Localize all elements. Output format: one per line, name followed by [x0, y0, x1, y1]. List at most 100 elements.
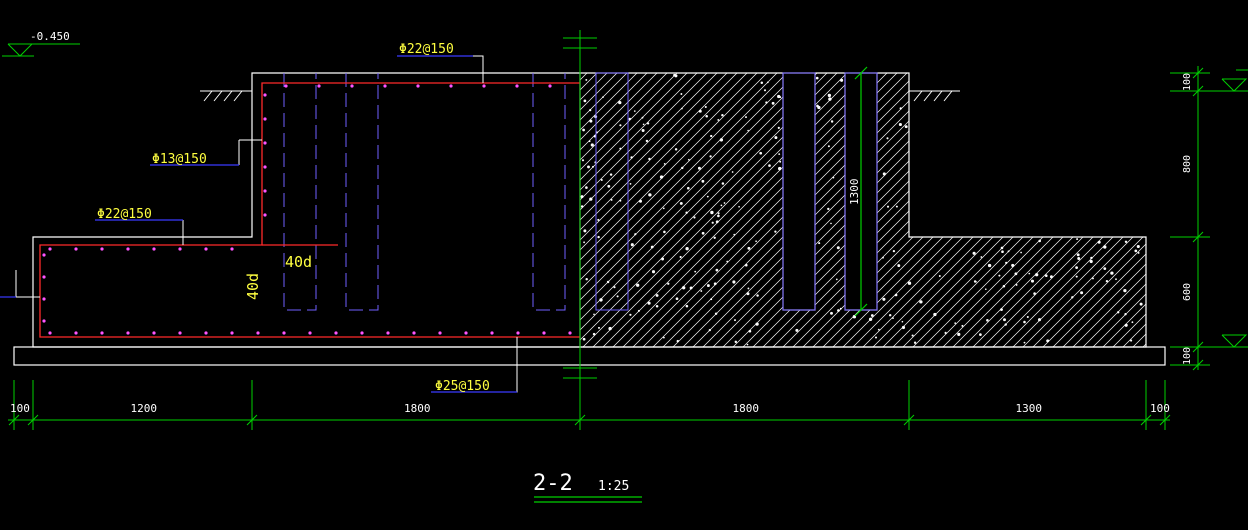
aggregate-dot [1001, 250, 1004, 254]
aggregate-dot [685, 247, 689, 251]
aggregate-dot [899, 107, 902, 110]
aggregate-dot [681, 107, 683, 110]
aggregate-dot [582, 128, 585, 132]
rebar-dot [284, 84, 288, 88]
aggregate-dot [760, 81, 764, 85]
aggregate-dot [771, 101, 775, 105]
aggregate-dot [636, 283, 640, 287]
aggregate-dots [580, 73, 1143, 346]
aggregate-dot [685, 304, 689, 308]
aggregate-dot [777, 126, 780, 129]
aggregate-dot [613, 286, 616, 289]
rebar-dot [490, 331, 494, 335]
aggregate-dot [746, 292, 750, 296]
aggregate-dot [714, 312, 718, 315]
aggregate-dot [713, 282, 717, 286]
aggregate-dot [1033, 292, 1036, 295]
aggregate-dot [685, 211, 688, 214]
aggregate-dot [645, 139, 649, 143]
aggregate-dot [832, 176, 835, 179]
rebar-dot [178, 331, 182, 335]
aggregate-dot [779, 160, 782, 163]
rebar-dot [464, 331, 468, 335]
aggregate-dot [592, 165, 594, 168]
rebar-dot [383, 84, 387, 88]
aggregate-dot [648, 193, 652, 197]
aggregate-dot [585, 78, 588, 81]
aggregate-dot [836, 246, 840, 250]
rebar-dot [515, 84, 519, 88]
anchorage-label-v: 40d [244, 273, 262, 300]
aggregate-dot [747, 287, 750, 290]
aggregate-dot [763, 89, 767, 92]
dimension-label-right: 100 [1182, 347, 1193, 365]
rebar-dot [263, 189, 267, 193]
elevation-label: -0.450 [30, 30, 70, 43]
aggregate-dot [607, 184, 611, 188]
anchorage-label-h: 40d [285, 253, 312, 271]
rebar-dot [416, 84, 420, 88]
aggregate-dot [972, 251, 976, 255]
aggregate-dot [1000, 308, 1003, 311]
aggregate-dot [1049, 275, 1053, 279]
aggregate-dot [630, 243, 634, 247]
rebar-dot [548, 84, 552, 88]
aggregate-dot [1030, 279, 1035, 283]
rebar-dot [126, 331, 130, 335]
aggregate-dot [961, 324, 964, 327]
aggregate-dot [907, 281, 912, 285]
aggregate-dot [986, 319, 989, 322]
aggregate-dot [651, 270, 656, 274]
aggregate-dot [585, 277, 588, 281]
dimension-label-right: 600 [1182, 283, 1193, 301]
aggregate-dot [715, 268, 719, 272]
aggregate-dot [979, 333, 982, 336]
aggregate-dot [580, 205, 584, 208]
aggregate-dot [954, 322, 957, 324]
aggregate-dot [655, 294, 659, 297]
aggregate-dot [700, 290, 703, 292]
aggregate-dot [602, 96, 604, 98]
aggregate-dot [585, 186, 588, 189]
aggregate-dot [1037, 318, 1042, 322]
aggregate-dot [892, 249, 896, 253]
aggregate-dot [642, 123, 645, 126]
aggregate-dot [882, 297, 886, 301]
aggregate-dot [694, 270, 697, 273]
aggregate-dot [901, 320, 904, 323]
hidden-slot-outline [782, 72, 816, 311]
aggregate-dot [734, 340, 738, 344]
aggregate-dot [944, 331, 947, 334]
aggregate-dot [1028, 272, 1031, 275]
aggregate-dot [710, 298, 713, 301]
rebar-dot [482, 84, 486, 88]
rebar-dot [542, 331, 546, 335]
aggregate-dot [747, 129, 749, 132]
aggregate-dot [588, 140, 591, 143]
inner-dimension-label: 1300 [848, 179, 861, 206]
right-structure [579, 72, 1147, 348]
aggregate-dot [840, 78, 844, 82]
section-cut-line [563, 30, 597, 430]
aggregate-dot [637, 309, 640, 312]
rebar-dot [263, 165, 267, 169]
aggregate-dot [765, 101, 768, 104]
aggregate-dot [870, 314, 874, 317]
aggregate-dot [1075, 275, 1078, 278]
aggregate-dot [1089, 259, 1093, 264]
aggregate-dot [679, 255, 682, 259]
blinding-layer [13, 346, 1166, 366]
rebar-dot [42, 275, 46, 279]
aggregate-dot [973, 280, 977, 283]
aggregate-dot [895, 205, 898, 208]
aggregate-dot [589, 109, 592, 112]
aggregate-dot [1080, 291, 1084, 295]
hatched-concrete [579, 72, 1147, 348]
label-leaders [15, 55, 518, 393]
aggregate-dot [661, 257, 665, 261]
aggregate-dot [732, 280, 736, 284]
aggregate-dot [738, 205, 740, 208]
dimension-label-bottom: 1200 [131, 402, 158, 415]
aggregate-dot [597, 326, 601, 329]
aggregate-dot [745, 263, 748, 267]
